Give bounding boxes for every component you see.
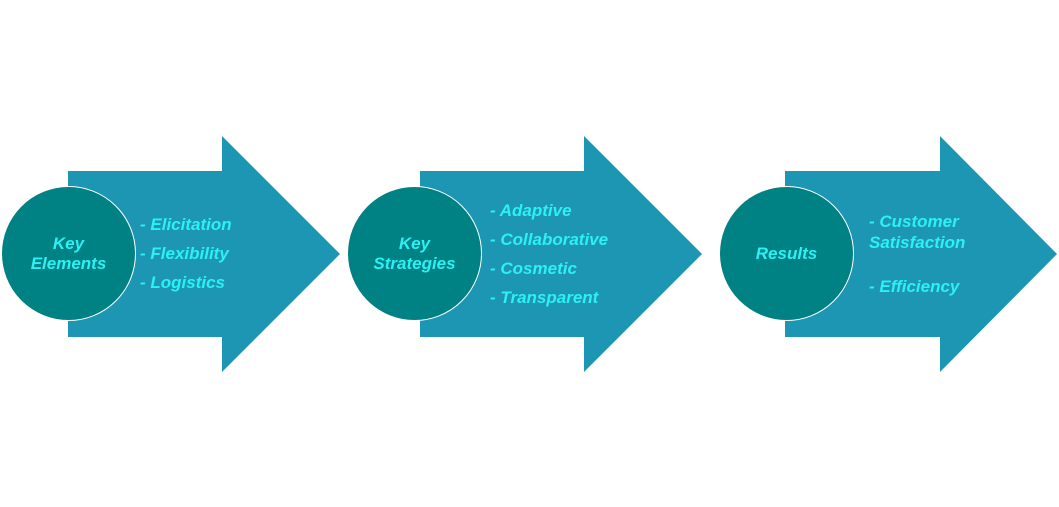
stage-2-title: Key Strategies: [373, 233, 456, 273]
stage-1-title: Key Elements: [30, 233, 107, 273]
stage-2-item: - Adaptive: [490, 201, 572, 220]
stage-2-arrow: [420, 136, 702, 372]
stage-1-item: - Flexibility: [140, 244, 229, 263]
stage-3-item: - Efficiency: [869, 277, 960, 296]
stage-2-item: - Collaborative: [490, 230, 609, 249]
stage-3-arrow: [785, 136, 1057, 372]
stage-1-arrow: [68, 136, 340, 372]
stage-1-circle: Key Elements: [1, 186, 136, 321]
stage-1-items: - Elicitation - Flexibility - Logistics: [140, 210, 232, 297]
stage-3-item: - Customer Satisfaction: [869, 212, 966, 252]
stage-3-title: Results: [755, 243, 818, 263]
stage-2-item: - Cosmetic: [490, 259, 577, 278]
stage-2-item: - Transparent: [490, 288, 599, 307]
stage-2-items: - Adaptive - Collaborative - Cosmetic - …: [490, 196, 608, 312]
stage-1-item: - Logistics: [140, 273, 226, 292]
stage-3-circle: Results: [719, 186, 854, 321]
stage-3-items: - Customer Satisfaction - Efficiency: [869, 211, 965, 297]
stage-2-circle: Key Strategies: [347, 186, 482, 321]
stage-1-item: - Elicitation: [140, 215, 232, 234]
